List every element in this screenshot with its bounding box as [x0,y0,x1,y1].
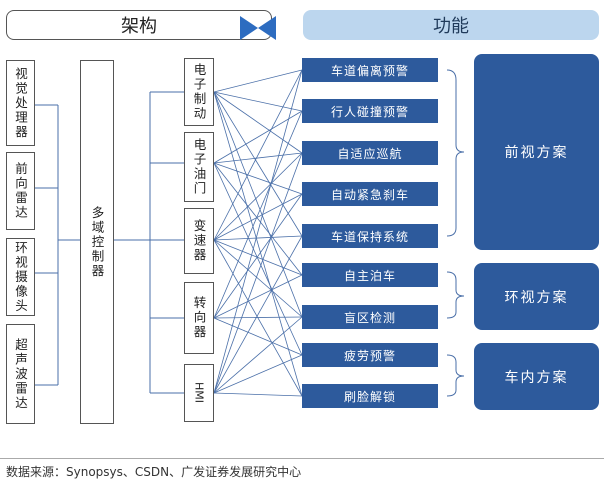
sensor-forward-radar: 前向雷达 [6,152,35,230]
mesh-line [213,316,303,319]
scheme-surround-view: 环视方案 [474,263,599,330]
mesh-line [213,110,303,164]
mesh-line [213,162,303,276]
mesh-line [213,91,303,318]
domain-controller: 多域控制器 [80,60,114,424]
mesh-line [213,69,303,394]
function-fatigue-warning: 疲劳预警 [302,343,438,367]
function-adaptive-cruise: 自适应巡航 [302,141,438,165]
mesh-line [213,354,303,394]
mesh-line [213,152,303,241]
architecture-header: 架构 [6,10,272,40]
function-face-unlock: 刷脸解锁 [302,384,438,408]
mesh-line [213,193,303,319]
mesh-line [213,91,303,112]
mesh-line [213,392,303,397]
actuator-steering: 转向器 [184,282,214,354]
mesh-line [213,235,303,241]
mesh-line [213,162,303,195]
mesh-line [213,69,303,93]
function-blind-spot-detection: 盲区检测 [302,305,438,329]
function-automatic-emergency-braking: 自动紧急刹车 [302,182,438,206]
function-header: 功能 [303,10,599,40]
sensor-surround-camera: 环视摄像头 [6,238,35,316]
actuator-transmission: 变速器 [184,208,214,274]
function-lane-departure-warning: 车道偏离预警 [302,58,438,82]
mesh-line [213,91,303,154]
mesh-line [213,69,303,241]
mesh-line [213,91,303,397]
mesh-line [213,316,303,394]
function-lane-keeping: 车道保持系统 [302,224,438,248]
mesh-line [213,274,303,319]
data-source: 数据来源：Synopsys、CSDN、广发证券发展研究中心 [6,465,302,479]
mesh-line [213,317,303,356]
mesh-line [213,91,303,237]
function-auto-parking: 自主泊车 [302,263,438,287]
function-pedestrian-collision-warning: 行人碰撞预警 [302,99,438,123]
mesh-line [213,110,303,319]
mesh-line [213,152,303,164]
actuator-electronic-throttle: 电子油门 [184,132,214,202]
sensor-to-controller-lines [35,91,184,394]
sensor-vision-processor: 视觉处理器 [6,60,35,146]
scheme-in-cabin: 车内方案 [474,343,599,410]
sensor-ultrasonic-radar: 超声波雷达 [6,324,35,424]
scheme-braces [446,69,465,397]
mesh-line [213,239,303,318]
footer-divider [0,458,604,459]
mesh-line [213,162,303,356]
mesh-line [213,235,303,394]
actuator-hmi: HMI [184,364,214,422]
mesh-line [213,239,303,276]
mesh-line [213,152,303,394]
mesh-line [213,193,303,241]
actuator-electronic-brake: 电子制动 [184,58,214,126]
actuator-function-mesh [213,69,303,397]
scheme-front-view: 前视方案 [474,54,599,250]
mesh-line [213,239,303,397]
